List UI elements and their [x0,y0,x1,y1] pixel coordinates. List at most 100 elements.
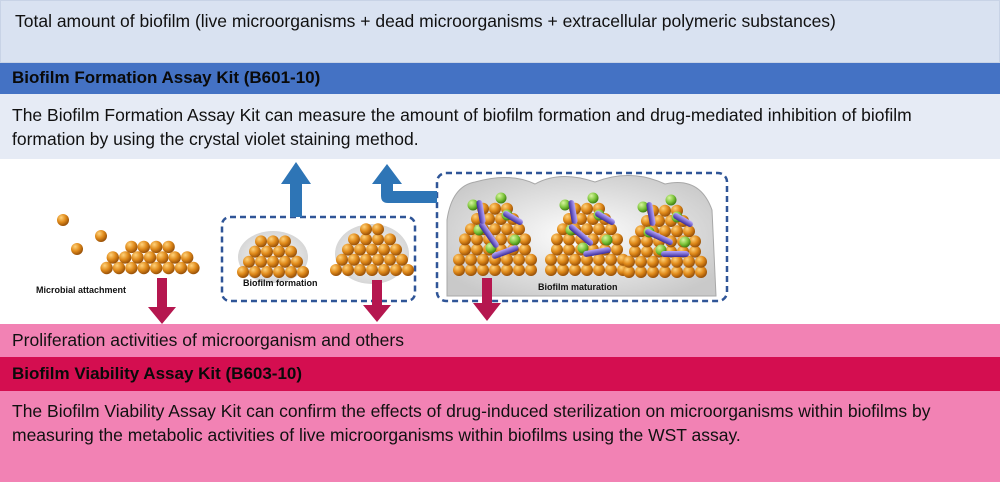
microorganism-icon [279,235,291,248]
microorganism-icon [354,264,366,276]
microorganism-icon [291,255,303,268]
microorganism-icon [285,245,297,258]
microorganism-icon [623,255,635,268]
microorganism-icon [593,223,605,236]
microorganism-icon [125,240,138,254]
microorganism-icon [267,255,279,268]
microorganism-icon [360,223,372,236]
microorganism-icon [683,255,695,268]
microorganism-icon [237,266,249,278]
microorganism-icon [249,245,261,258]
microorganism-icon [384,233,396,246]
microorganism-icon [360,233,372,246]
viability-kit-description: The Biofilm Viability Assay Kit can conf… [12,401,931,445]
microorganism-icon [273,245,285,258]
microorganism-icon [641,235,653,248]
microorganism-icon [168,251,181,264]
rod-bacterium-icon [568,224,594,246]
microorganism-icon [489,202,501,215]
microorganism-icon [372,223,384,236]
microorganism-icon [551,233,563,246]
microorganism-icon [593,264,605,276]
microorganism-icon [587,192,599,204]
microorganism-icon [285,266,297,278]
microorganism-icon [477,264,489,276]
microorganism-icon [513,223,525,236]
microorganism-icon [372,253,384,266]
microorganism-icon [471,243,483,256]
stage-label-maturation: Biofilm maturation [538,282,618,292]
microorganism-icon [557,264,569,276]
rod-bacterium-icon [479,222,499,248]
maturation-dashed-box [435,171,729,303]
microorganism-icon [513,264,525,276]
microorganism-icon [635,266,647,278]
microorganism-icon [695,266,707,278]
microorganism-icon [261,266,273,278]
microorganism-icon [629,235,641,248]
microorganism-icon [575,213,587,225]
microorganism-icon [143,251,157,264]
microorganism-icon [513,253,525,266]
microorganism-icon [366,243,378,256]
formation-kit-title: Biofilm Formation Assay Kit (B601-10) [12,68,321,87]
viability-kit-title-bar: Biofilm Viability Assay Kit (B603-10) [0,357,1000,391]
microorganism-icon [125,261,138,275]
microorganism-icon [273,266,285,278]
microorganism-icon [372,233,384,246]
microorganism-icon [137,240,150,254]
microorganism-icon [489,264,501,276]
attachment-microbes [57,214,200,275]
microorganism-icon [635,255,647,268]
microorganism-icon [119,251,132,264]
microorganism-icon [366,264,378,276]
microorganism-icon [509,234,521,246]
viability-kit-title: Biofilm Viability Assay Kit (B603-10) [12,364,303,383]
formation-dashed-box [220,215,417,303]
total-biofilm-box: Total amount of biofilm (live microorgan… [0,0,1000,63]
microorganism-icon [605,223,617,236]
rod-bacterium-icon [491,245,519,259]
microorganism-icon [489,223,501,236]
microorganism-icon [569,264,581,276]
microorganism-icon [162,261,175,275]
arrow-up-icon [281,162,311,217]
rod-bacterium-icon [583,247,611,257]
arrow-down-icon [148,278,176,324]
microorganism-icon [471,233,483,246]
microorganism-icon [477,253,489,266]
microorganism-icon [525,253,537,266]
microorganism-icon [671,225,683,238]
stage-label-attachment: Microbial attachment [36,285,126,295]
microorganism-icon [150,261,163,275]
proliferation-box: Proliferation activities of microorganis… [0,324,1000,357]
microorganism-icon [360,253,372,266]
microorganism-icon [605,253,617,266]
microorganism-icon [112,261,126,275]
microorganism-icon [267,235,279,248]
microorganism-icon [384,253,396,266]
microorganism-icon [659,266,671,278]
microorganism-icon [563,243,575,256]
microorganism-icon [243,255,255,268]
formation-kit-description-box: The Biofilm Formation Assay Kit can meas… [0,94,1000,159]
microorganism-icon [396,253,408,266]
microorganism-icon [545,253,557,266]
microorganism-icon [378,264,390,276]
microorganism-icon [501,253,513,266]
formation-clusters [237,223,414,278]
microorganism-icon [551,243,563,256]
microorganism-icon [255,235,267,248]
microorganism-icon [390,264,402,276]
microorganism-icon [106,251,120,264]
microorganism-icon [581,223,593,236]
microorganism-icon [683,225,695,238]
microorganism-icon [390,243,402,256]
arrow-bent-up-icon [372,164,437,203]
total-biofilm-text: Total amount of biofilm (live microorgan… [15,11,836,31]
microorganism-icon [255,255,267,268]
microorganism-icon [581,253,593,266]
microorganism-icon [637,201,649,213]
microorganism-icon [495,192,507,204]
